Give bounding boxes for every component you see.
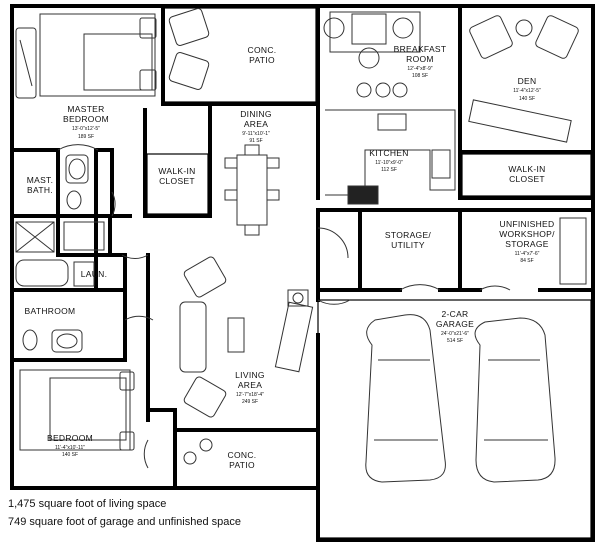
workshop-dims: 11'-4"x7'-6" (515, 251, 540, 257)
breakfast-label-line1: BREAKFAST (394, 44, 447, 54)
breakfast-label-line2: ROOM (406, 54, 434, 64)
master-dresser (15, 27, 37, 99)
living-space-note: 1,475 square foot of living space (8, 498, 167, 510)
mast-bath-line1: MAST. (27, 175, 54, 185)
walkin2-line2: CLOSET (509, 174, 545, 184)
den-label: DEN (518, 76, 537, 86)
kitchen-label: KITCHEN (369, 148, 408, 158)
bedroom-area: 140 SF (62, 452, 78, 458)
workshop-line3: STORAGE (505, 239, 549, 249)
dining-dims: 9'-11"x10'-1" (242, 131, 270, 137)
dining-label-line2: AREA (244, 119, 268, 129)
bedroom-dims: 11'-4"x10'-11" (55, 445, 85, 451)
garage-line2: GARAGE (436, 319, 474, 329)
storage-line2: UTILITY (391, 240, 425, 250)
dining-label-line1: DINING (240, 109, 272, 119)
bedroom-label: BEDROOM (47, 433, 93, 443)
dining-area: 91 SF (249, 138, 262, 144)
den-dims: 11'-4"x12'-5" (513, 88, 541, 94)
kitchen-dims: 11'-10"x9'-0" (375, 160, 403, 166)
walkin1-line1: WALK-IN (158, 166, 195, 176)
living-line1: LIVING (235, 370, 265, 380)
conc-patio-top-line1: CONC. (248, 45, 277, 55)
conc-patio-bottom-line2: PATIO (229, 460, 255, 470)
master-label-line2: BEDROOM (63, 114, 109, 124)
walkin2-line1: WALK-IN (508, 164, 545, 174)
workshop-line1: UNFINISHED (500, 219, 555, 229)
breakfast-area: 108 SF (412, 73, 428, 79)
car-left (365, 314, 446, 483)
breakfast-dims: 12'-4"x8'-9" (407, 66, 432, 72)
room-labels: CONC. PATIO BREAKFAST ROOM 12'-4"x8'-9" … (25, 44, 555, 470)
doors (57, 144, 511, 469)
conc-patio-bottom-line1: CONC. (228, 450, 257, 460)
workshop-area: 84 SF (520, 258, 533, 264)
living-line2: AREA (238, 380, 262, 390)
living-dims: 12'-7"x18'-4" (236, 392, 264, 398)
garage-line1: 2-CAR (441, 309, 468, 319)
furniture (15, 8, 587, 483)
kitchen-area: 112 SF (381, 167, 397, 173)
car-right (474, 317, 556, 483)
room-outlines (146, 7, 592, 539)
second-bed (19, 369, 131, 451)
den-sofa (468, 99, 572, 143)
mast-bath-line2: BATH. (27, 185, 53, 195)
garage-space-note: 749 square foot of garage and unfinished… (8, 516, 242, 528)
master-dims: 13'-0"x12'-5" (72, 126, 100, 132)
living-area: 249 SF (242, 399, 258, 405)
conc-patio-top-line2: PATIO (249, 55, 275, 65)
bathroom-label: BATHROOM (25, 306, 76, 316)
master-area: 189 SF (78, 134, 94, 140)
living-sofa (179, 301, 207, 373)
garage-area: 514 SF (447, 338, 463, 344)
master-bed (39, 13, 156, 97)
garage-dims: 24'-0"x21'-6" (441, 331, 469, 337)
workshop-line2: WORKSHOP/ (499, 229, 555, 239)
walkin1-line2: CLOSET (159, 176, 195, 186)
laun-label: LAUN. (81, 269, 108, 279)
den-area: 140 SF (519, 96, 535, 102)
master-label-line1: MASTER (67, 104, 104, 114)
storage-line1: STORAGE/ (385, 230, 432, 240)
